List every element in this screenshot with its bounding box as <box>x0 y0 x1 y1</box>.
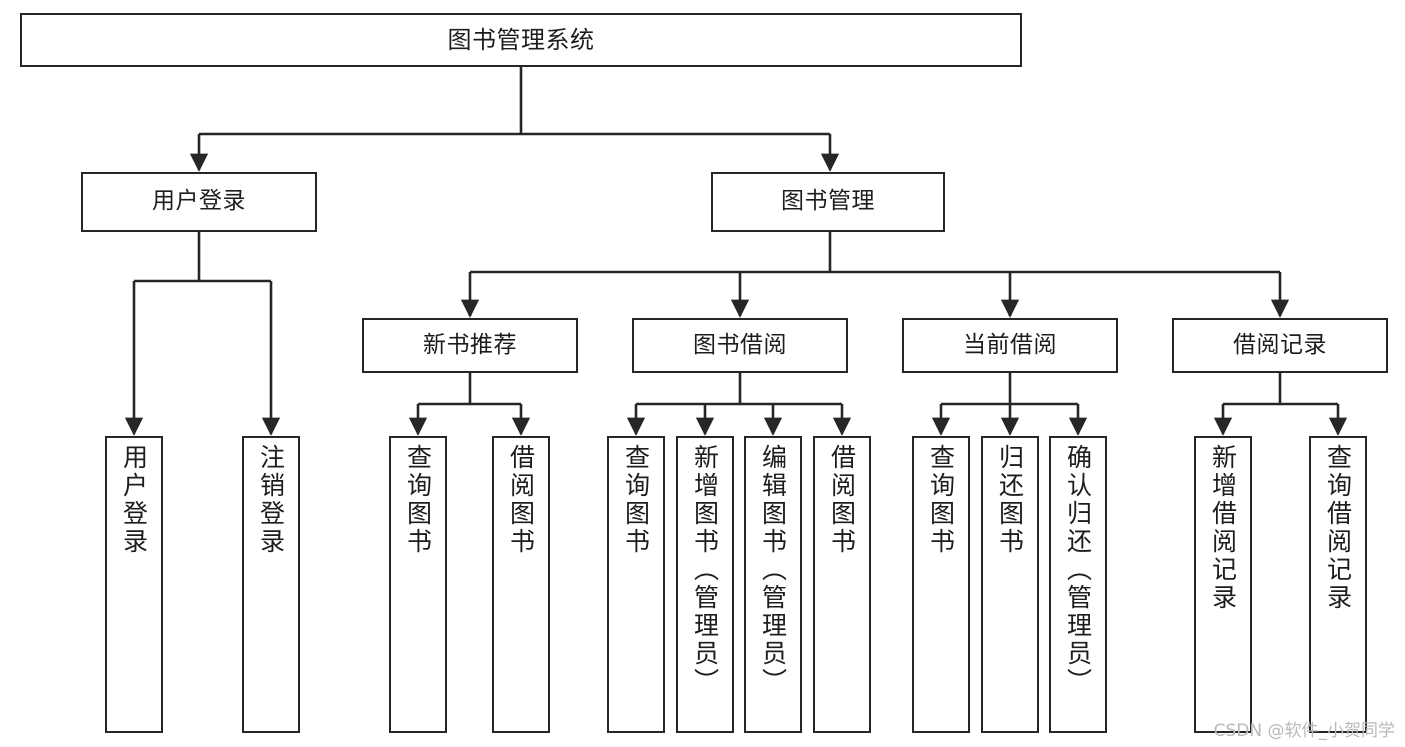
node-leaf-confirm-return[interactable]: 确认归还（管理员） <box>1049 436 1107 733</box>
node-book-management[interactable]: 图书管理 <box>711 172 945 232</box>
node-borrow-record[interactable]: 借阅记录 <box>1172 318 1388 373</box>
node-label: 查询图书 <box>403 444 433 556</box>
node-label: 编辑图书（管理员） <box>758 444 788 696</box>
node-label: 查询图书 <box>926 444 956 556</box>
node-root-book-management-system[interactable]: 图书管理系统 <box>20 13 1022 67</box>
node-label: 用户登录 <box>119 444 149 556</box>
node-label: 借阅图书 <box>827 444 857 556</box>
node-user-login[interactable]: 用户登录 <box>81 172 317 232</box>
node-label: 图书借阅 <box>693 331 787 358</box>
node-leaf-query-book-borrow[interactable]: 查询图书 <box>607 436 665 733</box>
node-leaf-query-book-current[interactable]: 查询图书 <box>912 436 970 733</box>
node-leaf-add-borrow-record[interactable]: 新增借阅记录 <box>1194 436 1252 733</box>
node-label: 借阅记录 <box>1233 331 1327 358</box>
node-label: 借阅图书 <box>506 444 536 556</box>
node-label: 新书推荐 <box>423 331 517 358</box>
node-label: 归还图书 <box>995 444 1025 556</box>
node-label: 图书管理系统 <box>447 25 595 54</box>
node-label: 当前借阅 <box>963 331 1057 358</box>
node-label: 确认归还（管理员） <box>1063 444 1093 696</box>
node-leaf-edit-book[interactable]: 编辑图书（管理员） <box>744 436 802 733</box>
node-label: 用户登录 <box>152 188 246 215</box>
node-leaf-borrow-book-recommend[interactable]: 借阅图书 <box>492 436 550 733</box>
node-leaf-add-book[interactable]: 新增图书（管理员） <box>676 436 734 733</box>
node-label: 查询借阅记录 <box>1323 444 1353 612</box>
node-leaf-query-book-recommend[interactable]: 查询图书 <box>389 436 447 733</box>
node-book-borrow[interactable]: 图书借阅 <box>632 318 848 373</box>
node-current-borrow[interactable]: 当前借阅 <box>902 318 1118 373</box>
node-label: 图书管理 <box>781 188 875 215</box>
node-leaf-logout-login[interactable]: 注销登录 <box>242 436 300 733</box>
node-label: 新增图书（管理员） <box>690 444 720 696</box>
node-label: 新增借阅记录 <box>1208 444 1238 612</box>
node-label: 注销登录 <box>256 444 286 556</box>
node-leaf-return-book[interactable]: 归还图书 <box>981 436 1039 733</box>
node-new-book-recommend[interactable]: 新书推荐 <box>362 318 578 373</box>
node-leaf-borrow-book[interactable]: 借阅图书 <box>813 436 871 733</box>
node-leaf-user-login[interactable]: 用户登录 <box>105 436 163 733</box>
node-leaf-query-borrow-record[interactable]: 查询借阅记录 <box>1309 436 1367 733</box>
node-label: 查询图书 <box>621 444 651 556</box>
